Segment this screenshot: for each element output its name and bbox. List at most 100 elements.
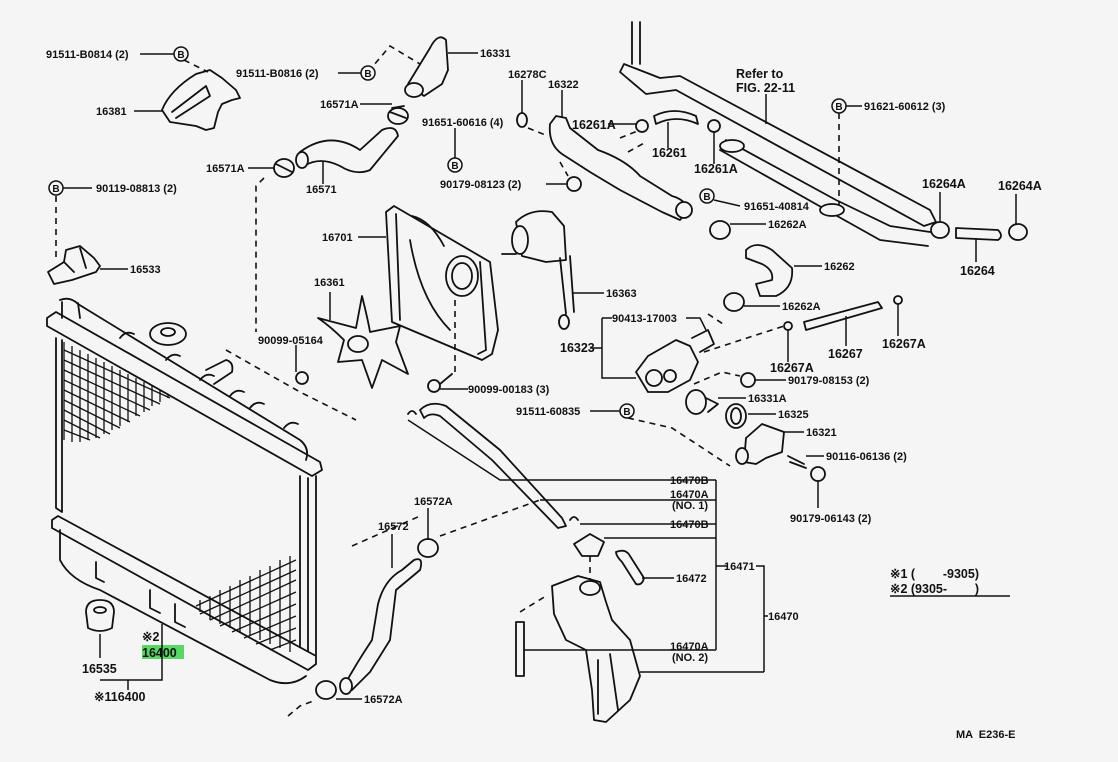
water-inlet-housing-16321[interactable] bbox=[627, 417, 804, 467]
label-91511-60835[interactable]: 91511-60835 bbox=[516, 406, 580, 418]
gasket-16325[interactable] bbox=[725, 403, 776, 429]
label-16278C[interactable]: 16278C bbox=[508, 69, 547, 81]
label-16264[interactable]: 16264 bbox=[960, 264, 995, 278]
label-16261A[interactable]: 16261A bbox=[572, 118, 616, 132]
refer-fig-link[interactable]: FIG. 22-11 bbox=[736, 81, 795, 95]
water-outlet-16323[interactable] bbox=[590, 317, 715, 393]
part-labels: 91511-B0814 (2) 91511-B0816 (2) 16331 16… bbox=[46, 48, 1042, 741]
label-16267[interactable]: 16267 bbox=[828, 347, 863, 361]
bolt-90099-00183[interactable] bbox=[427, 373, 468, 393]
hose-clamp-16261A[interactable] bbox=[608, 119, 721, 164]
gasket-16278C[interactable] bbox=[516, 80, 528, 128]
label-16267A-b[interactable]: 16267A bbox=[882, 337, 926, 351]
hose-clamp-16571A-left[interactable] bbox=[248, 158, 295, 332]
label-90179-06143[interactable]: 90179-06143 (2) bbox=[790, 513, 872, 525]
label-16363[interactable]: 16363 bbox=[606, 288, 637, 300]
label-16470B-a[interactable]: 16470B bbox=[670, 475, 709, 487]
label-91511-B0816[interactable]: 91511-B0816 (2) bbox=[236, 68, 319, 80]
label-16325[interactable]: 16325 bbox=[778, 409, 809, 421]
hose-clamp-16264A[interactable] bbox=[930, 192, 1028, 241]
label-16572[interactable]: 16572 bbox=[378, 521, 409, 533]
bracket-16533[interactable] bbox=[47, 196, 128, 285]
radiator-hose-16572[interactable] bbox=[339, 534, 423, 695]
label-16361[interactable]: 16361 bbox=[314, 277, 345, 289]
label-16572A-bot[interactable]: 16572A bbox=[364, 694, 403, 706]
label-16264A-b[interactable]: 16264A bbox=[998, 179, 1042, 193]
hose-clamp-16572A[interactable] bbox=[287, 508, 439, 717]
stud-90116-06136[interactable] bbox=[787, 455, 824, 469]
overflow-hose[interactable] bbox=[351, 402, 716, 547]
label-91621-60612[interactable]: 91621-60612 (3) bbox=[864, 101, 946, 113]
label-90179-08123[interactable]: 90179-08123 (2) bbox=[440, 179, 522, 191]
nut-90179-08153[interactable] bbox=[693, 371, 786, 388]
water-pipe-16322[interactable] bbox=[527, 90, 693, 221]
water-inlet-16331[interactable] bbox=[367, 36, 478, 98]
nut-90099-05164[interactable] bbox=[225, 345, 357, 421]
label-90119-08813[interactable]: 90119-08813 (2) bbox=[96, 183, 177, 195]
label-90116-06136[interactable]: 90116-06136 (2) bbox=[826, 451, 907, 463]
label-90179-08153[interactable]: 90179-08153 (2) bbox=[788, 375, 870, 387]
thermostat-16331A[interactable] bbox=[685, 389, 746, 415]
label-90099-05164[interactable]: 90099-05164 bbox=[258, 335, 324, 347]
reservoir-tank-16470A[interactable] bbox=[515, 556, 764, 723]
label-16571A-left[interactable]: 16571A bbox=[206, 163, 245, 175]
label-91651-60616[interactable]: 91651-60616 (4) bbox=[422, 117, 504, 129]
pipe-16267[interactable] bbox=[803, 301, 883, 346]
label-16262A-top[interactable]: 16262A bbox=[768, 219, 807, 231]
label-91511-B0814[interactable]: 91511-B0814 (2) bbox=[46, 49, 129, 61]
drain-cap-16535[interactable] bbox=[85, 599, 115, 658]
label-16262A-mid[interactable]: 16262A bbox=[782, 301, 821, 313]
label-16571[interactable]: 16571 bbox=[306, 184, 337, 196]
hose-clamp-16571A[interactable] bbox=[360, 103, 409, 125]
hose-clamp-16267A[interactable] bbox=[703, 295, 903, 362]
bypass-hose-16261[interactable] bbox=[619, 110, 699, 153]
label-91651-40814[interactable]: 91651-40814 bbox=[744, 201, 810, 213]
refer-to-label: Refer to bbox=[736, 67, 784, 81]
label-16262[interactable]: 16262 bbox=[824, 261, 855, 273]
label-90099-00183[interactable]: 90099-00183 (3) bbox=[468, 384, 550, 396]
label-16322[interactable]: 16322 bbox=[548, 79, 579, 91]
label-16701[interactable]: 16701 bbox=[322, 232, 353, 244]
label-16381[interactable]: 16381 bbox=[96, 106, 127, 118]
label-16323[interactable]: 16323 bbox=[560, 341, 595, 355]
label-16470A-no1[interactable]: 16470A bbox=[670, 489, 709, 501]
water-bypass-pipe[interactable] bbox=[619, 21, 937, 247]
label-16572A-top[interactable]: 16572A bbox=[414, 496, 453, 508]
fan-motor-16363[interactable] bbox=[501, 210, 604, 330]
legend-line-1: ※1 ( -9305) bbox=[890, 567, 979, 581]
cooling-fan-16361[interactable] bbox=[317, 292, 409, 389]
label-16331[interactable]: 16331 bbox=[480, 48, 511, 60]
label-16470A-no1-note: (NO. 1) bbox=[672, 500, 708, 512]
hose-16264[interactable] bbox=[955, 227, 1002, 262]
label-16264A-a[interactable]: 16264A bbox=[922, 177, 966, 191]
label-16321[interactable]: 16321 bbox=[806, 427, 837, 439]
hose-16262[interactable] bbox=[745, 244, 822, 297]
hose-clamp-16262A[interactable] bbox=[707, 220, 780, 327]
label-16261A-b[interactable]: 16261A bbox=[694, 162, 738, 176]
label-16400[interactable]: 16400 bbox=[142, 646, 177, 660]
label-90413-17003[interactable]: 90413-17003 bbox=[612, 313, 677, 325]
radiator-16400[interactable] bbox=[46, 297, 323, 685]
cap-16470B[interactable] bbox=[573, 533, 605, 557]
fan-shroud-16701[interactable] bbox=[358, 205, 499, 372]
label-16472[interactable]: 16472 bbox=[676, 573, 707, 585]
label-16470B-b[interactable]: 16470B bbox=[670, 519, 709, 531]
label-16571A-top[interactable]: 16571A bbox=[320, 99, 359, 111]
radiator-cap bbox=[149, 322, 187, 346]
hose-16472[interactable] bbox=[615, 549, 674, 586]
bolt-symbol: B bbox=[623, 407, 630, 418]
label-16267A-a[interactable]: 16267A bbox=[770, 361, 814, 375]
label-16470[interactable]: 16470 bbox=[768, 611, 799, 623]
radiator-hose-16571[interactable] bbox=[295, 127, 399, 184]
label-16331A[interactable]: 16331A bbox=[748, 393, 787, 405]
nut-90179-06143[interactable] bbox=[810, 466, 826, 508]
label-16533[interactable]: 16533 bbox=[130, 264, 161, 276]
label-16261[interactable]: 16261 bbox=[652, 146, 687, 160]
bolt-symbol: B bbox=[703, 192, 710, 203]
label-16470A-no2[interactable]: 16470A bbox=[670, 641, 709, 653]
bracket-16381[interactable] bbox=[134, 59, 241, 131]
label-16535[interactable]: 16535 bbox=[82, 662, 117, 676]
label-16471[interactable]: 16471 bbox=[724, 561, 755, 573]
label-star1-16400[interactable]: ※116400 bbox=[94, 690, 146, 704]
